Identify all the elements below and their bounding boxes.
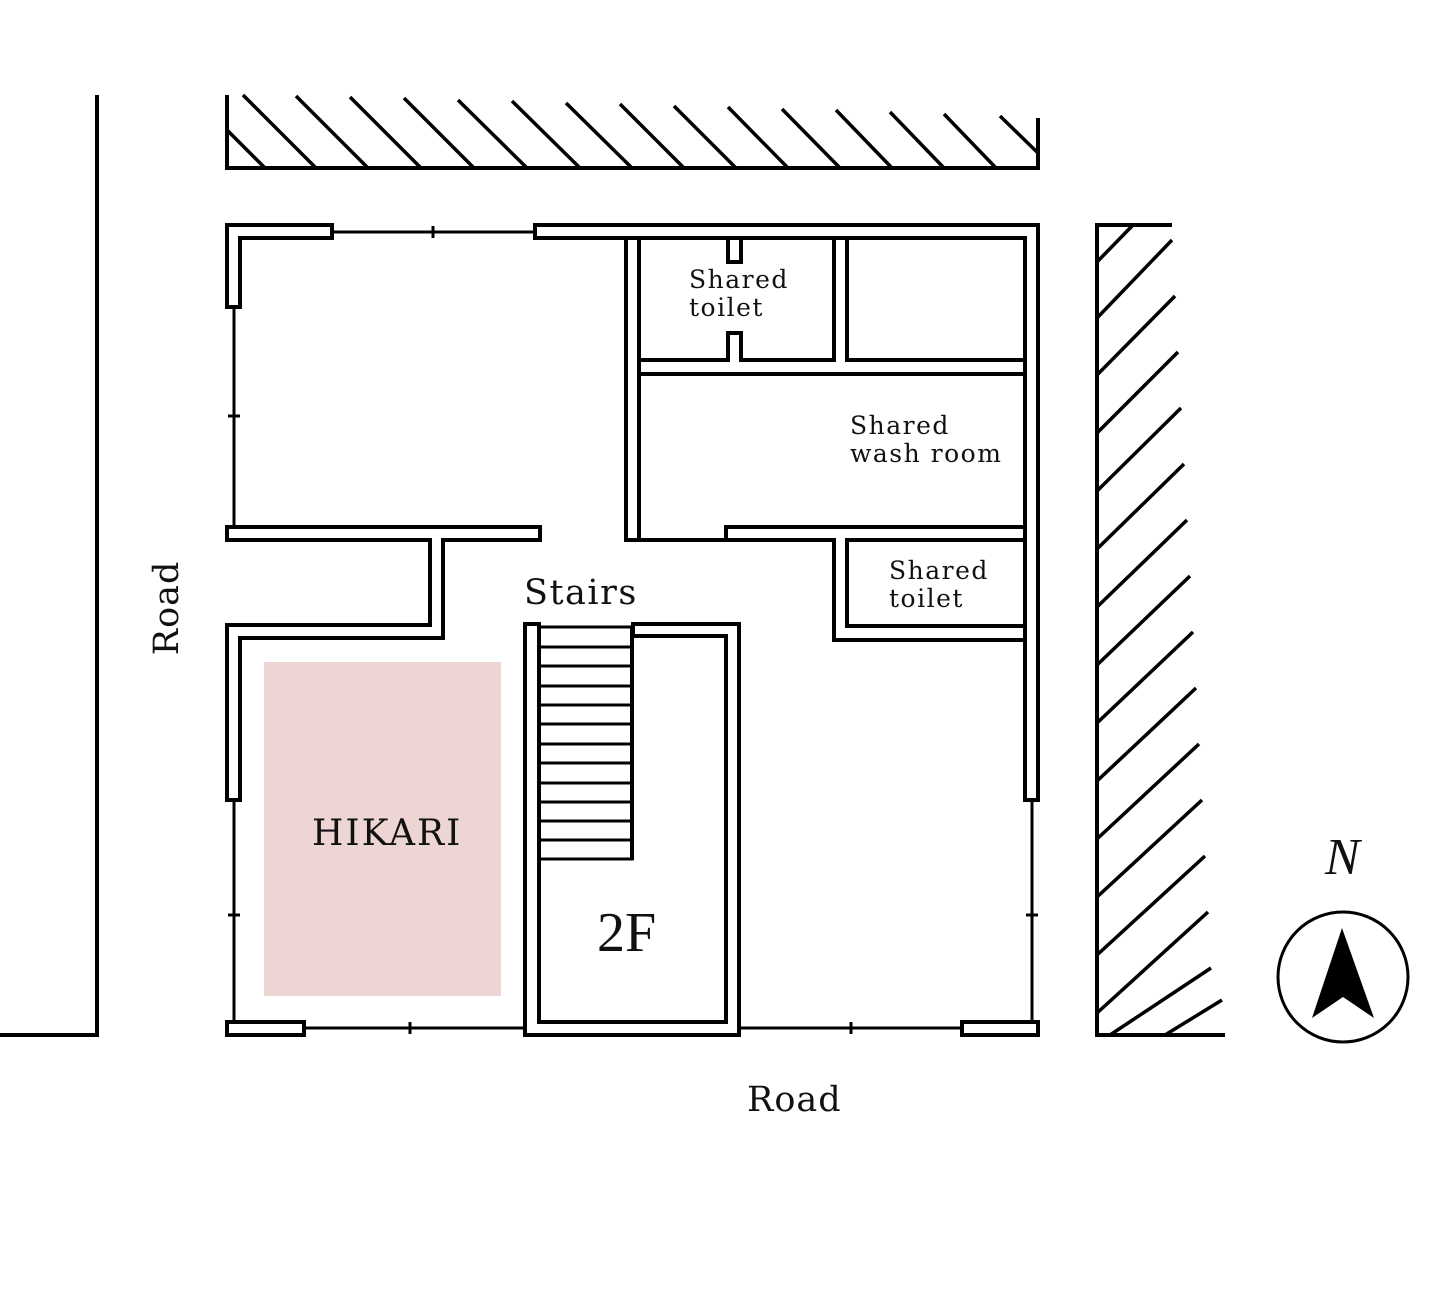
stairwell [523,622,741,1037]
west-road-label: Road [146,560,187,656]
stairs-label: Stairs [524,573,638,613]
south-road-label: Road [747,1080,842,1120]
shared-toilet-right-label: Shared toilet [889,556,989,613]
shared-toilet-top-label: Shared toilet [689,265,789,322]
east-neighbor-building [1095,223,1225,1037]
north-label: N [1325,829,1360,886]
hikari-room-label: HIKARI [312,813,463,854]
hikari-room-highlight [264,662,501,996]
north-neighbor-building [225,93,1040,170]
building-walls [225,223,1040,1037]
west-road-boundary [0,95,99,1037]
core-walls [624,236,1027,642]
north-arrow-icon [1276,910,1410,1044]
shared-wash-room-label: Shared wash room [850,411,1003,468]
floor-level-label: 2F [597,902,657,964]
